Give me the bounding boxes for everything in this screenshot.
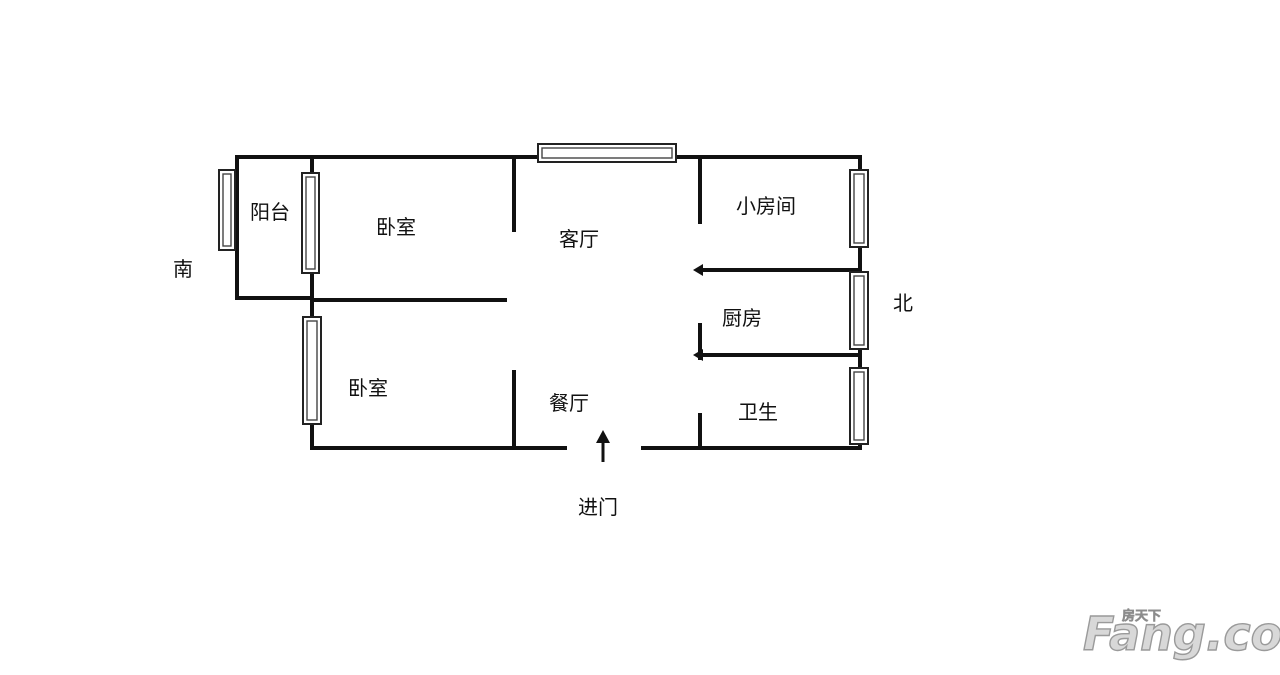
- entrance-arrow: [596, 430, 610, 462]
- window-small-room-north: [849, 169, 869, 248]
- label-entrance: 进门: [578, 495, 618, 519]
- fang-logo: 房天下 Fang.com: [1082, 606, 1280, 661]
- label-bathroom: 卫生: [738, 400, 778, 424]
- window-kitchen-north: [849, 271, 869, 350]
- label-south: 南: [173, 257, 193, 281]
- window-bathroom-north: [849, 367, 869, 445]
- label-living-room: 客厅: [559, 227, 599, 251]
- kitchen-door-marker: [693, 349, 703, 361]
- window-bedroom-lower: [302, 316, 322, 425]
- logo-chinese-text: 房天下: [1122, 608, 1161, 624]
- door-markers: [693, 264, 703, 361]
- windows: [218, 143, 869, 445]
- label-small-room: 小房间: [736, 194, 796, 218]
- label-dining-room: 餐厅: [549, 391, 589, 415]
- window-living-top: [537, 143, 677, 163]
- label-north: 北: [893, 291, 913, 315]
- small-room-door-marker: [693, 264, 703, 276]
- label-balcony: 阳台: [250, 200, 290, 224]
- label-kitchen: 厨房: [722, 306, 762, 330]
- logo-brand-text: Fang.com: [1083, 607, 1280, 661]
- label-bedroom-top: 卧室: [376, 215, 416, 239]
- label-bedroom-bottom: 卧室: [348, 376, 388, 400]
- window-balcony-south: [218, 169, 236, 251]
- window-balcony-bedroom: [301, 172, 320, 274]
